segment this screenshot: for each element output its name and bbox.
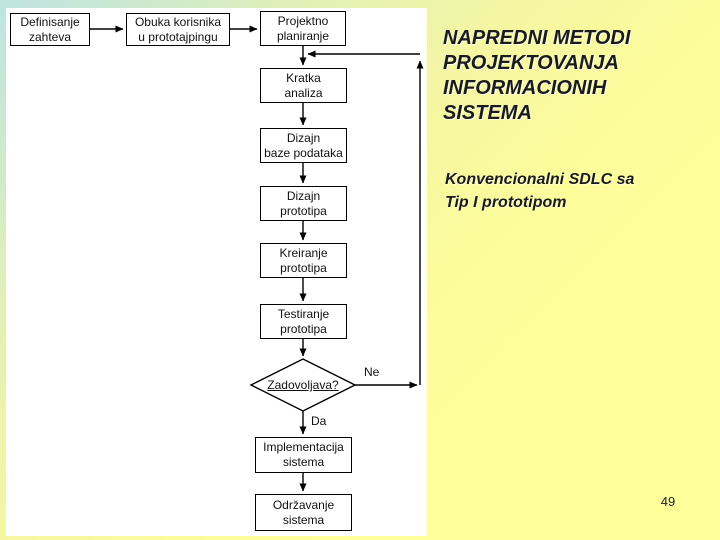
decision-label: Zadovoljava? [267, 378, 339, 392]
flowchart-box-testiranje-prototipa: Testiranje prototipa [260, 304, 347, 339]
flowchart-canvas: Definisanje zahteva Obuka korisnika u pr… [6, 8, 427, 536]
flowchart-box-kratka-analiza: Kratka analiza [260, 68, 347, 103]
slide-title: NAPREDNI METODI PROJEKTOVANJA INFORMACIO… [443, 27, 631, 124]
flowchart-box-obuka-korisnika: Obuka korisnika u prototajpingu [126, 13, 230, 46]
flowchart-box-dizajn-baze-podataka: Dizajn baze podataka [260, 128, 347, 163]
flowchart-box-odrzavanje-sistema: Održavanje sistema [255, 494, 352, 531]
flowchart-box-projektno-planiranje: Projektno planiranje [260, 11, 346, 46]
slide-subtitle: Konvencionalni SDLC sa Tip I prototipom [445, 171, 635, 211]
flowchart-box-definisanje-zahteva: Definisanje zahteva [10, 13, 90, 46]
flowchart-box-dizajn-prototipa: Dizajn prototipa [260, 186, 347, 221]
flowchart-box-implementacija-sistema: Implementacija sistema [255, 437, 352, 473]
edge-label-ne: Ne [364, 365, 380, 379]
flowchart-box-kreiranje-prototipa: Kreiranje prototipa [260, 243, 347, 278]
flowchart-connectors [90, 25, 424, 492]
page-number: 49 [660, 494, 676, 509]
edge-label-da: Da [311, 414, 327, 428]
